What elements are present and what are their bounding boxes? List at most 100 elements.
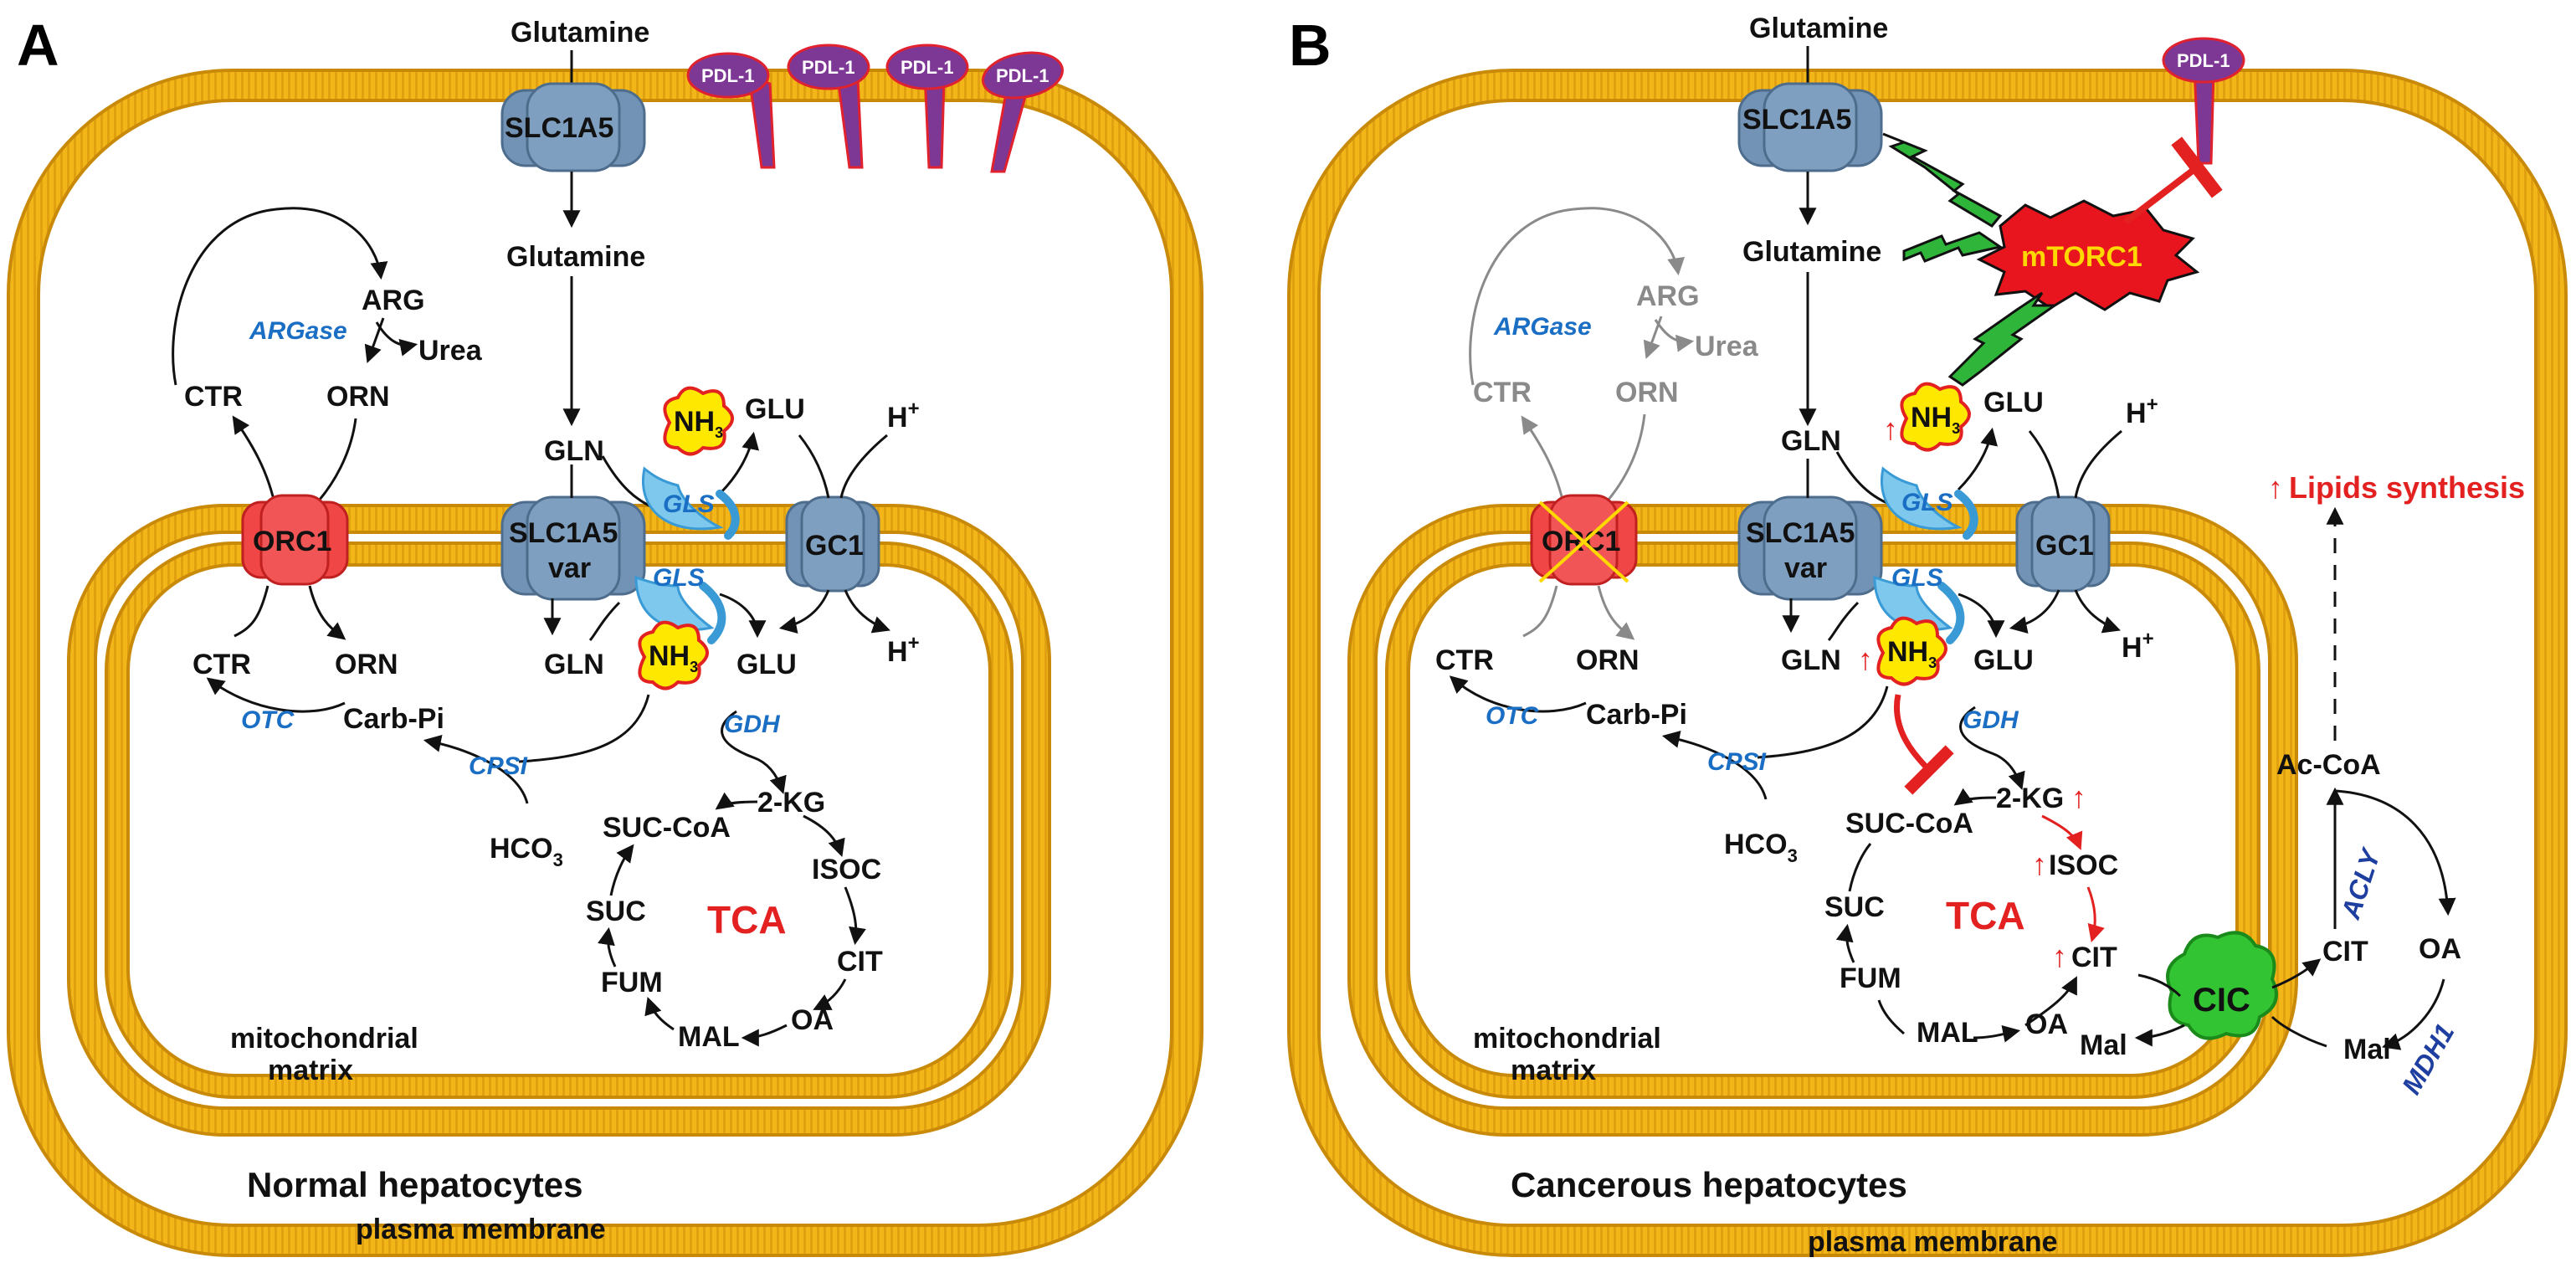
lightning-bolt-icon — [1882, 132, 2003, 228]
increase-arrow-isoc: ↑ — [2032, 847, 2047, 881]
increase-arrow-nh3-cytosol: ↑ — [1883, 412, 1898, 446]
svg-text:PDL-1: PDL-1 — [2177, 50, 2230, 71]
oa-cytosol: OA — [2419, 933, 2461, 965]
suc-label: SUC — [1824, 891, 1885, 923]
mtorc1-complex: mTORC1 — [1976, 199, 2200, 311]
gc1-transporter: GC1 — [2015, 495, 2111, 593]
nh3-matrix: NH3 — [638, 620, 709, 690]
cic-label: CIC — [2193, 982, 2250, 1019]
h-plus-cytosol: H+ — [887, 398, 920, 434]
slc1a5-transporter: SLC1A5 — [1737, 82, 1883, 172]
panel-b-label: B — [1289, 13, 1332, 78]
plasma-membrane-label: plasma membrane — [356, 1214, 606, 1245]
svg-text:PDL-1: PDL-1 — [802, 57, 855, 78]
acly-enzyme: ACLY — [2335, 844, 2387, 923]
svg-text:NH3: NH3 — [674, 406, 723, 441]
gdh-enzyme: GDH — [724, 711, 781, 738]
svg-text:PDL-1: PDL-1 — [701, 65, 755, 86]
matrix-label-line1: mitochondrial — [230, 1023, 418, 1055]
panel-b: B Glutamine SLC1A5 PDL-1 mTORC1 — [1287, 13, 2568, 1258]
glu-matrix: GLU — [736, 649, 797, 680]
increase-arrow-cit: ↑ — [2052, 939, 2067, 973]
matrix-label-line1: mitochondrial — [1473, 1023, 1661, 1055]
orc1-label: ORC1 — [253, 526, 331, 557]
gls-enzyme-top: GLS — [1881, 466, 1978, 540]
lipids-synthesis-label: Lipids synthesis — [2289, 470, 2525, 505]
mal-label: MAL — [678, 1021, 740, 1053]
2kg-label: 2-KG — [1996, 783, 2064, 814]
ctr-cytosol: CTR — [184, 381, 243, 413]
orn-cytosol: ORN — [326, 381, 390, 413]
panel-a-title: Normal hepatocytes — [247, 1165, 582, 1204]
panel-b-title: Cancerous hepatocytes — [1511, 1165, 1907, 1204]
lightning-bolt-icon — [1947, 291, 2059, 387]
gls-enzyme-bottom: GLS — [1873, 564, 1965, 644]
slc1a5-var-transporter: SLC1A5 var — [500, 495, 646, 601]
gln-cytosol: GLN — [544, 435, 604, 467]
glu-cytosol: GLU — [1983, 387, 2044, 418]
gln-cytosol: GLN — [1781, 425, 1841, 457]
slc1a5-transporter: SLC1A5 — [500, 82, 646, 172]
hco3-label: HCO3 — [490, 833, 563, 870]
slc1a5-var-label-line2: var — [548, 552, 591, 584]
glutamine-extracellular: Glutamine — [1749, 13, 1888, 44]
glutamine-cytosol: Glutamine — [506, 241, 645, 273]
carb-pi-label: Carb-Pi — [343, 703, 444, 735]
increase-arrow-nh3-matrix: ↑ — [1858, 642, 1873, 676]
slc1a5-var-label-line1: SLC1A5 — [1746, 517, 1855, 549]
glu-matrix: GLU — [1973, 644, 2034, 676]
mitochondrial-inner-membrane — [105, 541, 1013, 1099]
gls-enzyme-top: GLS — [642, 466, 740, 540]
ctr-matrix: CTR — [1435, 644, 1494, 676]
gc1-transporter: GC1 — [785, 495, 880, 593]
nh3-cytosol: NH3 — [1900, 382, 1971, 452]
mal-small-label: Mal — [2080, 1029, 2127, 1061]
glutamine-extracellular: Glutamine — [511, 17, 649, 49]
panel-a-label: A — [17, 13, 59, 78]
plasma-membrane-label: plasma membrane — [1808, 1226, 2058, 1258]
glutamine-cytosol: Glutamine — [1742, 236, 1881, 268]
argase-enzyme: ARGase — [1493, 313, 1592, 341]
matrix-label-line2: matrix — [1511, 1055, 1596, 1086]
gc1-label: GC1 — [2035, 530, 2094, 562]
svg-text:GLS: GLS — [1891, 564, 1943, 592]
svg-text:NH3: NH3 — [1911, 402, 1960, 437]
arg-label: ARG — [362, 285, 425, 316]
pdl1-receptor: PDL-1 — [885, 44, 969, 169]
svg-text:GLS: GLS — [1901, 489, 1953, 516]
fum-label: FUM — [1840, 962, 1901, 994]
nh3-matrix: NH3 — [1876, 616, 1947, 686]
cit-label: CIT — [2071, 942, 2117, 973]
urea-label: Urea — [418, 335, 483, 367]
arg-label: ARG — [1636, 280, 1700, 312]
mtorc1-label: mTORC1 — [2021, 241, 2142, 273]
svg-text:NH3: NH3 — [1887, 636, 1937, 671]
gls-enzyme-bottom: GLS — [634, 564, 726, 644]
isoc-label: ISOC — [812, 854, 881, 885]
panel-a: A Glutamine SLC1A5 PDL-1 — [7, 13, 1203, 1257]
gdh-enzyme: GDH — [1963, 706, 2019, 734]
orn-cytosol: ORN — [1615, 377, 1679, 408]
ctr-matrix: CTR — [192, 649, 251, 680]
mal-cytosol: Mal — [2343, 1034, 2391, 1065]
mtorc1-inhibits-pdl1 — [2123, 136, 2223, 225]
slc1a5-label: SLC1A5 — [505, 112, 613, 144]
urea-label: Urea — [1695, 331, 1759, 362]
svg-text:GLS: GLS — [663, 490, 715, 518]
gln-matrix: GLN — [1781, 644, 1841, 676]
lightning-bolt-icon — [1902, 231, 2004, 263]
nh3-inhibition — [1894, 694, 1954, 795]
ac-coa-label: Ac-CoA — [2276, 749, 2381, 781]
increase-arrow-2kg: ↑ — [2071, 780, 2086, 814]
slc1a5-var-transporter: SLC1A5 var — [1737, 495, 1883, 601]
gc1-label: GC1 — [805, 530, 864, 562]
cpsi-enzyme: CPSI — [1707, 748, 1767, 776]
svg-text:PDL-1: PDL-1 — [996, 65, 1049, 86]
cic-transporter: CIC — [2166, 931, 2278, 1040]
cit-cytosol: CIT — [2322, 936, 2368, 967]
orc1-transporter: ORC1 — [241, 494, 349, 586]
slc1a5-var-label-line2: var — [1784, 552, 1827, 584]
oa-label: OA — [2025, 1009, 2068, 1040]
